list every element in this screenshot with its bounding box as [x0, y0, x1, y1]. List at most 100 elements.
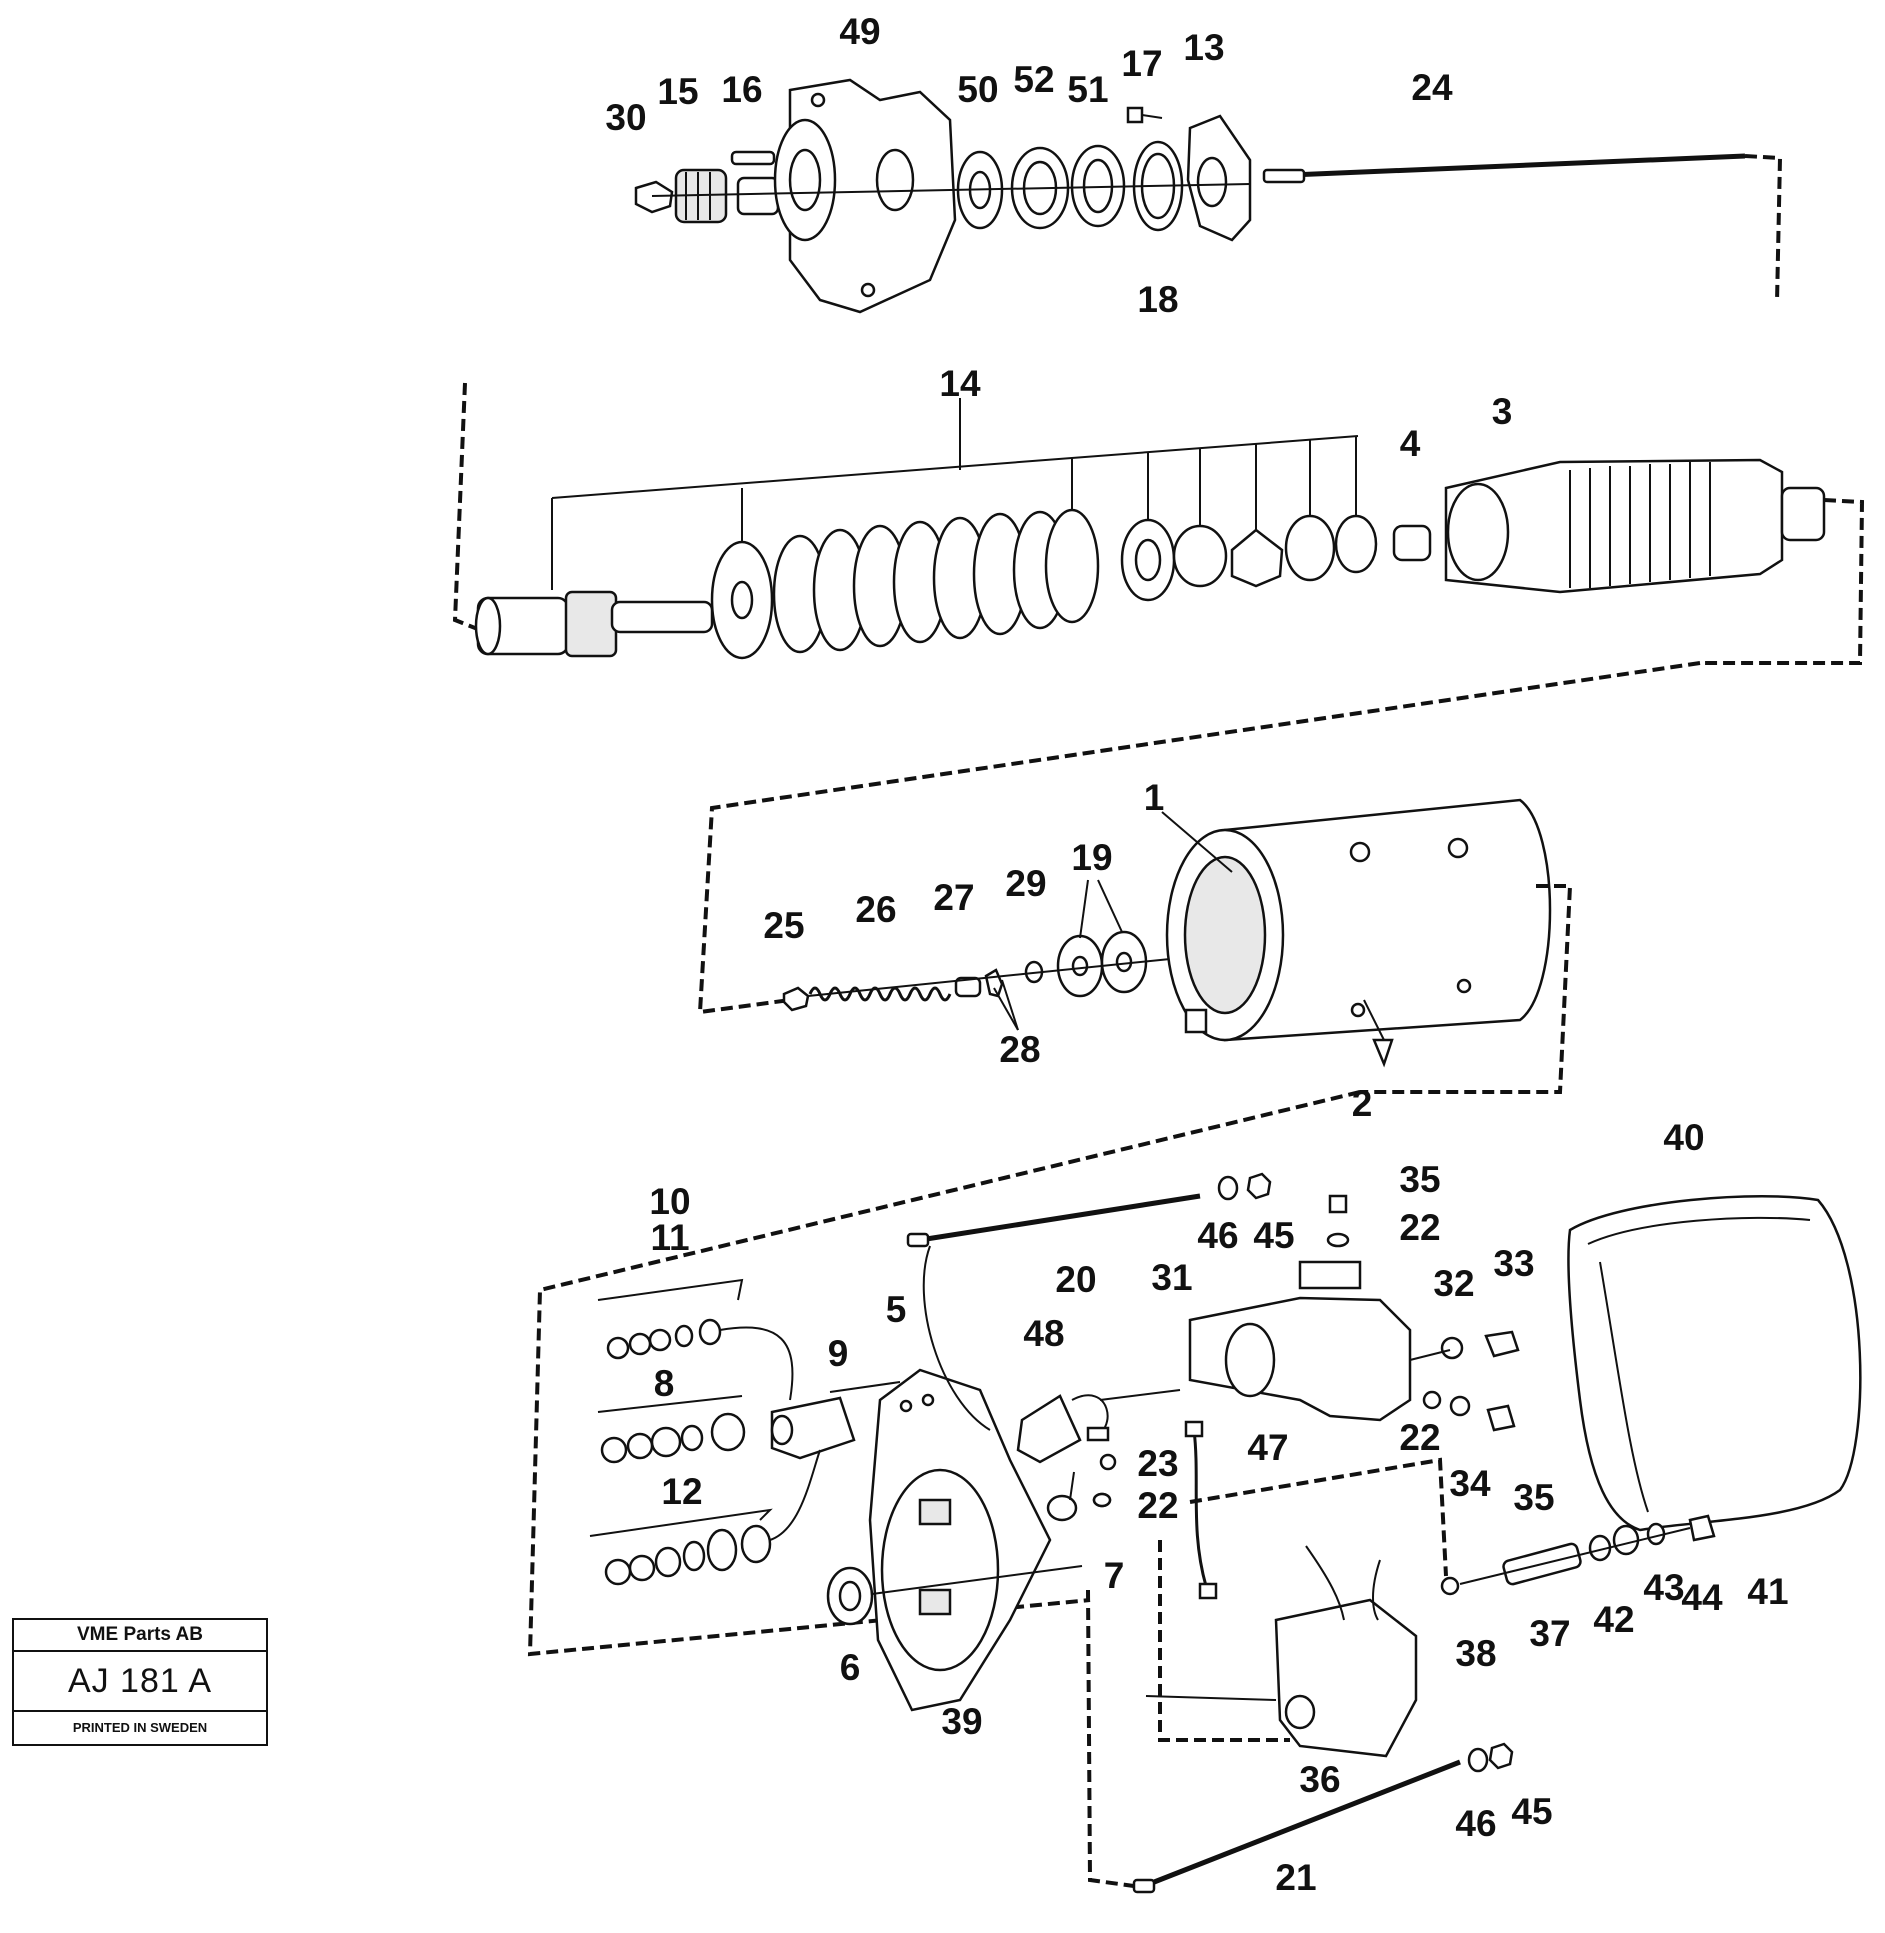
label-41: 41: [1747, 1571, 1788, 1612]
part-48-brush-holder: [1016, 1394, 1082, 1464]
part-1-yoke-housing: [1223, 798, 1552, 1042]
commutator-end-group: [527, 1090, 1862, 1894]
assembly-dashed-link-5: [1360, 884, 1573, 1094]
label-48: 48: [1023, 1313, 1064, 1354]
label-35-bottom: 35: [1513, 1477, 1554, 1518]
label-26: 26: [855, 889, 896, 930]
label-8: 8: [654, 1363, 675, 1404]
part-35-screw-top: [1328, 1194, 1348, 1214]
part-9-terminal-block: [770, 1396, 856, 1460]
drive-armature-group: [452, 382, 1865, 665]
label-6: 6: [840, 1647, 861, 1688]
label-13: 13: [1183, 27, 1224, 68]
label-11: 11: [650, 1217, 689, 1258]
label-10: 10: [649, 1181, 690, 1222]
label-2: 2: [1352, 1083, 1373, 1124]
title-block: VME Parts AB AJ 181 A PRINTED IN SWEDEN: [12, 1618, 268, 1746]
part-17-screw: [1126, 106, 1144, 124]
part-7-bush: [1046, 1494, 1078, 1522]
label-3: 3: [1492, 391, 1513, 432]
part-45-nut-bottom: [1488, 1742, 1514, 1770]
assembly-dashed-link-6: [527, 1090, 1361, 1657]
label-18: 18: [1137, 279, 1178, 320]
part-number-labels: 49 30 15 16 50 52 51 17 13 24 18 14 3 4 …: [605, 11, 1788, 1898]
label-21: 21: [1275, 1857, 1316, 1898]
label-24: 24: [1411, 67, 1453, 108]
part-16-sleeve: [736, 176, 780, 216]
label-49: 49: [839, 11, 880, 52]
label-37: 37: [1529, 1613, 1570, 1654]
label-12: 12: [661, 1471, 702, 1512]
label-45-bottom: 45: [1511, 1791, 1552, 1832]
part-39-brush-plate: [880, 1468, 1000, 1672]
part-14-circlip: [1334, 514, 1378, 574]
label-23: 23: [1137, 1443, 1178, 1484]
label-31: 31: [1151, 1257, 1192, 1298]
part-10-11-nut-row: [597, 1278, 794, 1401]
label-16: 16: [721, 69, 762, 110]
part-8-nut-row: [597, 1395, 746, 1464]
part-40-cover: [1567, 1195, 1862, 1532]
label-33: 33: [1493, 1243, 1534, 1284]
part-33-screw: [1484, 1330, 1520, 1358]
label-36: 36: [1299, 1759, 1340, 1800]
label-19: 19: [1071, 837, 1112, 878]
part-41-screw: [1688, 1514, 1716, 1542]
part-31-solenoid: [1188, 1296, 1412, 1422]
label-7: 7: [1104, 1555, 1125, 1596]
part-14-ring: [1172, 524, 1228, 588]
label-1: 1: [1144, 777, 1165, 818]
part-22-washer-lower: [1092, 1492, 1112, 1508]
label-44: 44: [1681, 1577, 1723, 1618]
part-14-helix: [564, 590, 618, 658]
label-9: 9: [828, 1333, 849, 1374]
label-39: 39: [941, 1701, 982, 1742]
label-43: 43: [1643, 1567, 1684, 1608]
label-17: 17: [1121, 43, 1162, 84]
assembly-dashed-link-7: [1086, 1589, 1149, 1890]
part-22-washer-top: [1326, 1232, 1350, 1248]
part-4-bush: [1392, 524, 1432, 562]
printed-note: PRINTED IN SWEDEN: [72, 1720, 208, 1735]
part-27-bush: [954, 976, 982, 998]
part-32-washer: [1440, 1336, 1464, 1360]
assembly-dashed-link-3: [1700, 498, 1865, 665]
label-28: 28: [999, 1029, 1040, 1070]
drive-end-group: [634, 78, 1783, 314]
part-25-nut: [782, 986, 810, 1012]
part-22-washer-mid: [1422, 1390, 1442, 1410]
label-29: 29: [1005, 863, 1046, 904]
label-47: 47: [1247, 1427, 1288, 1468]
label-51: 51: [1067, 69, 1108, 110]
part-16-key: [730, 150, 776, 166]
assembly-dashed-link-1: [1744, 154, 1783, 303]
label-27: 27: [933, 877, 974, 918]
label-35-top: 35: [1399, 1159, 1440, 1200]
part-1-terminal: [1184, 1008, 1208, 1034]
part-28-bracket: [984, 968, 1004, 998]
label-4: 4: [1400, 423, 1421, 464]
label-32: 32: [1433, 1263, 1474, 1304]
label-5: 5: [886, 1289, 907, 1330]
part-2-screw: [1372, 1038, 1394, 1068]
yoke-group: [697, 661, 1701, 1094]
label-46-top: 46: [1197, 1215, 1238, 1256]
label-34: 34: [1449, 1463, 1491, 1504]
assembly-dashed-link-4: [697, 661, 1701, 1015]
label-50: 50: [957, 69, 998, 110]
part-26-spring: [808, 986, 952, 1002]
label-22-lower: 22: [1137, 1485, 1178, 1526]
part-47-cable: [1192, 1429, 1208, 1587]
part-38-washer: [1440, 1576, 1460, 1596]
part-21-through-bolt: [1143, 1759, 1461, 1889]
part-23-screw: [1099, 1453, 1117, 1471]
label-45-top: 45: [1253, 1215, 1294, 1256]
part-3-armature: [1444, 458, 1784, 594]
part-49-housing: [788, 78, 957, 314]
assembly-dashed-link-9: [1158, 1540, 1290, 1742]
label-38: 38: [1455, 1633, 1496, 1674]
label-46-bottom: 46: [1455, 1803, 1496, 1844]
part-43-washer: [1612, 1524, 1640, 1556]
